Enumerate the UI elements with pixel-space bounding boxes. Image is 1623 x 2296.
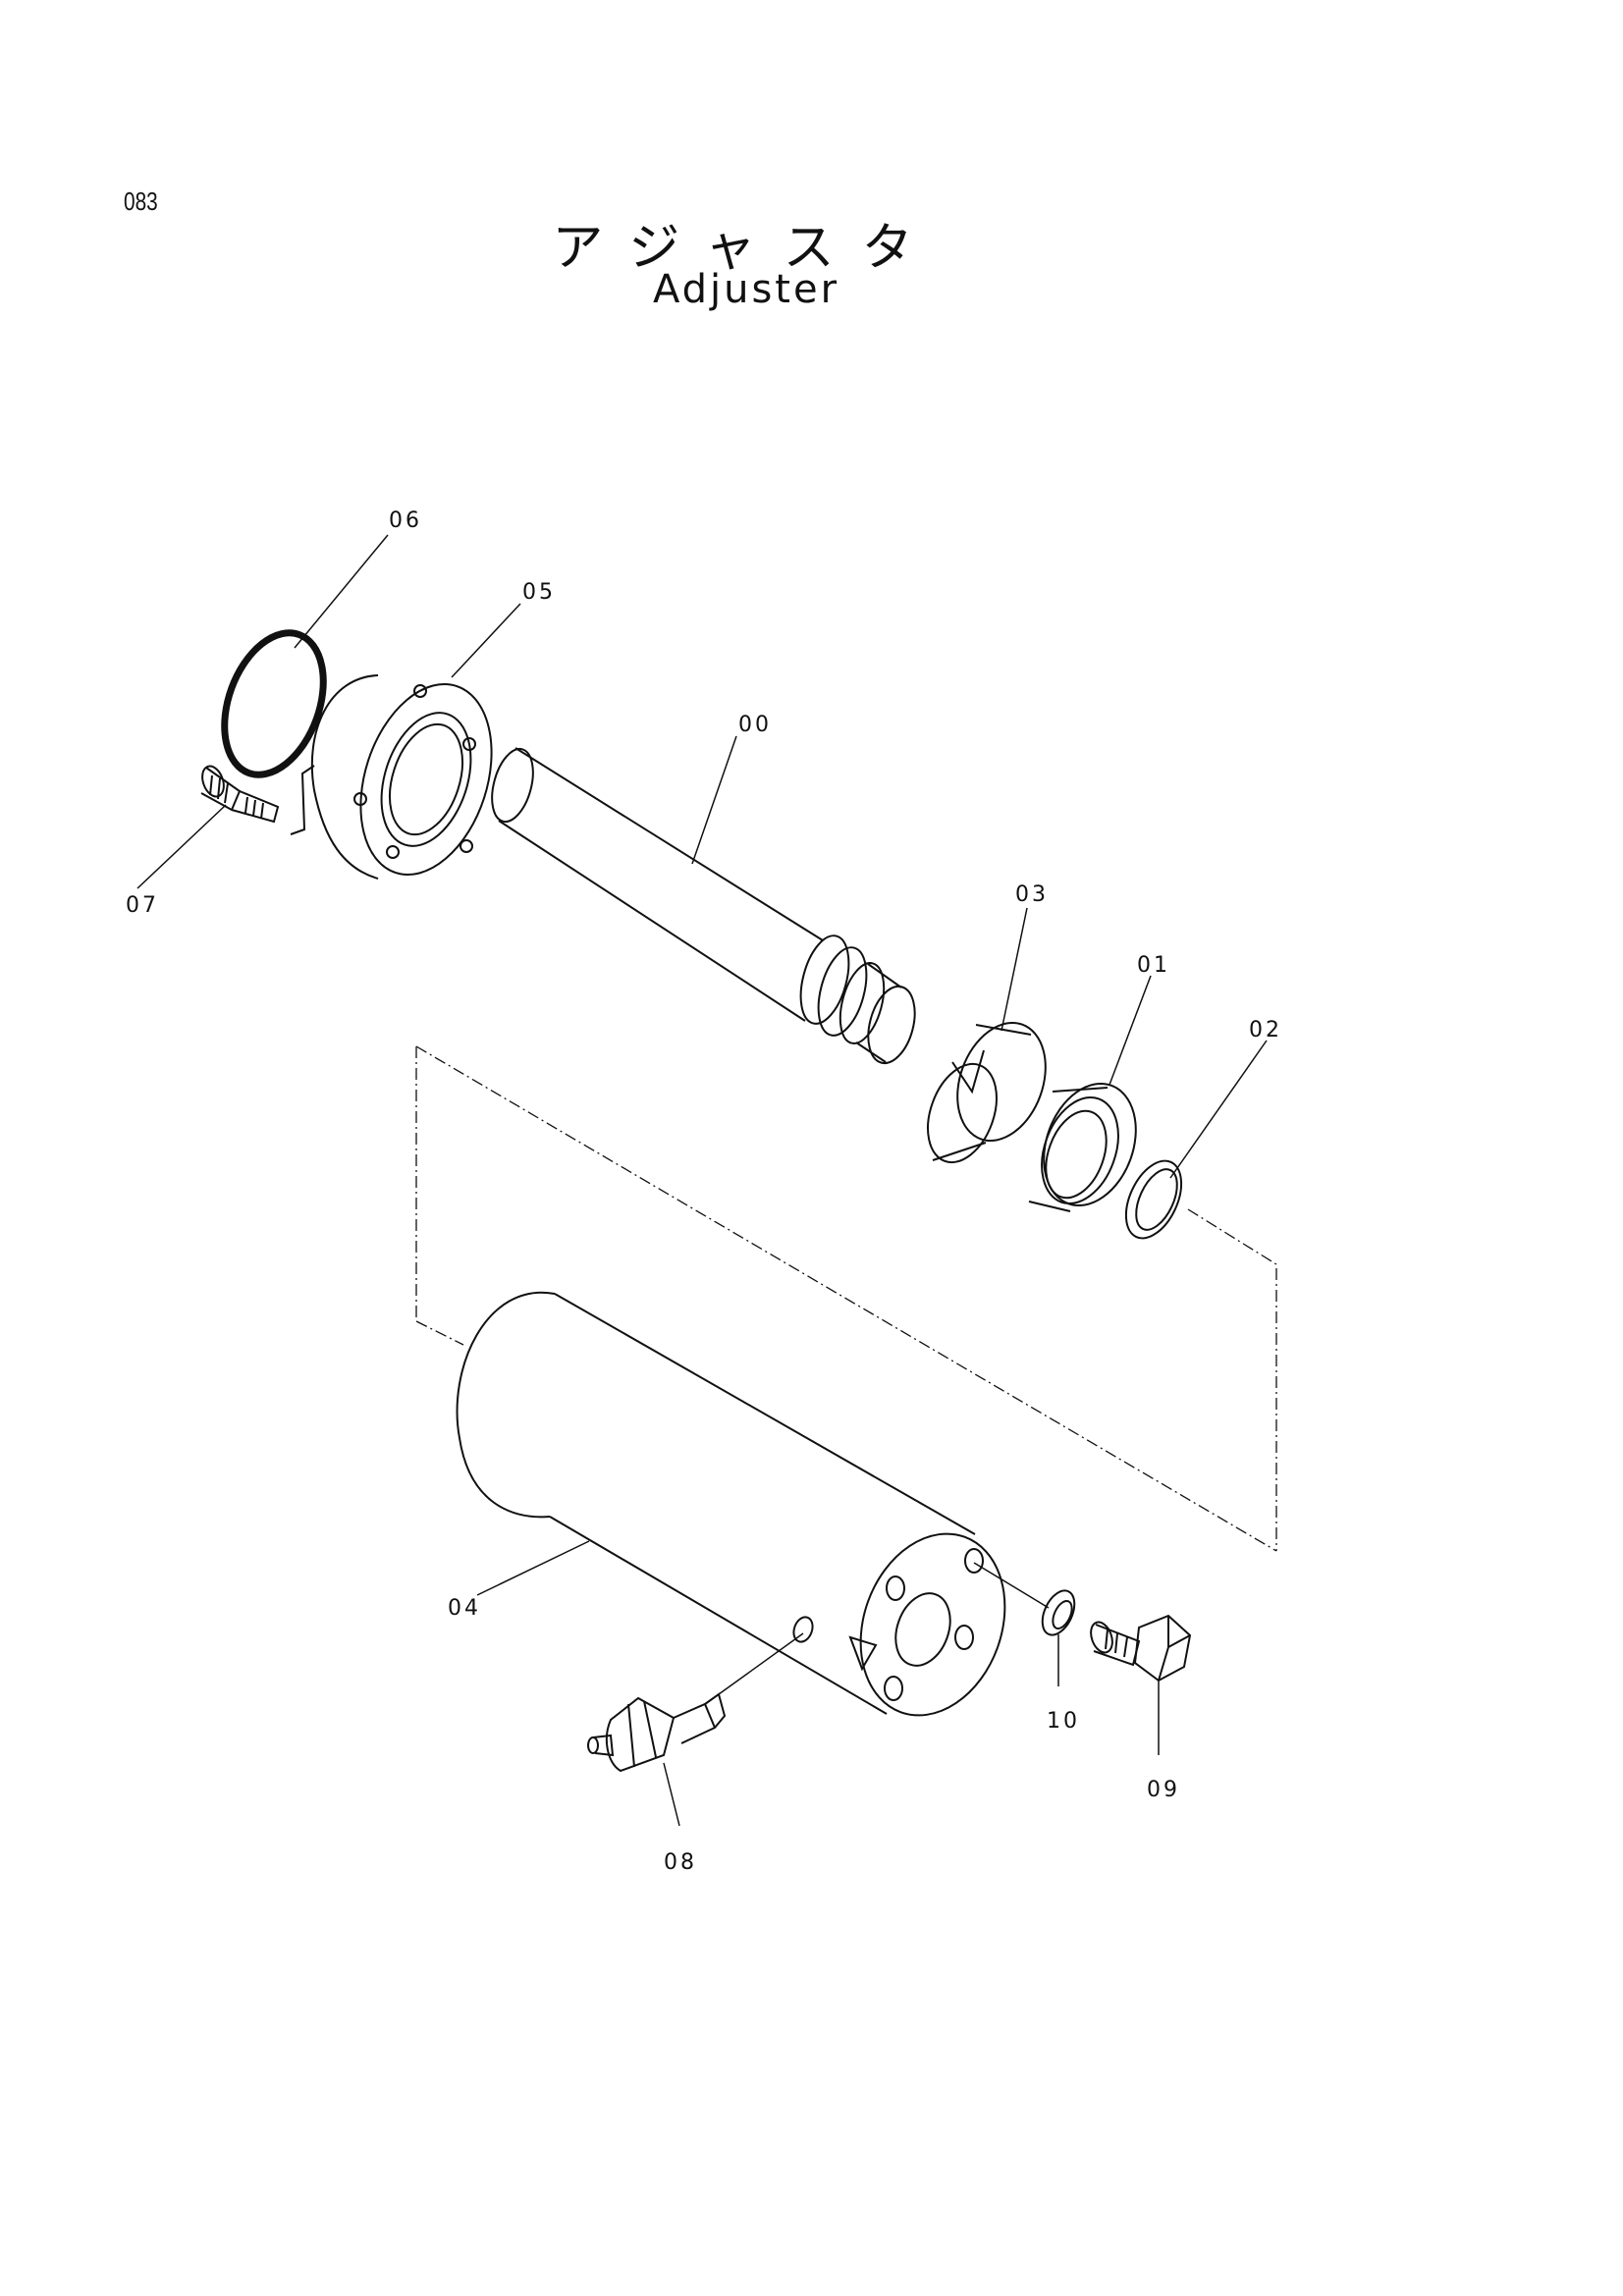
part-07-screw[interactable] <box>198 764 280 824</box>
callout-03: 03 <box>1015 882 1049 907</box>
callout-10: 10 <box>1047 1709 1080 1734</box>
part-03-bushing[interactable] <box>915 1010 1061 1171</box>
callout-05: 05 <box>522 580 556 605</box>
part-10-washer[interactable] <box>1036 1585 1081 1639</box>
callout-04: 04 <box>448 1596 481 1621</box>
callout-08: 08 <box>664 1850 697 1875</box>
callout-01: 01 <box>1137 953 1170 978</box>
page-number: 083 <box>124 187 158 216</box>
part-08-valve[interactable] <box>587 1692 727 1773</box>
callout-06: 06 <box>389 508 422 533</box>
callout-00: 00 <box>738 713 772 737</box>
part-01-seal[interactable] <box>1028 1071 1152 1218</box>
assembly-outline <box>415 1045 1277 1552</box>
callout-02: 02 <box>1249 1018 1282 1042</box>
part-05-flange[interactable] <box>290 667 514 892</box>
part-04-cylinder[interactable] <box>456 1291 1030 1735</box>
title-english: Adjuster <box>652 267 840 312</box>
leader-lines <box>136 534 1268 1827</box>
title-japanese: アジャスタ <box>552 219 941 278</box>
callout-07: 07 <box>126 893 159 918</box>
part-00-rod[interactable] <box>485 744 923 1068</box>
part-09-bolt[interactable] <box>1087 1614 1192 1682</box>
callout-09: 09 <box>1147 1778 1180 1802</box>
part-06-o-ring[interactable] <box>206 619 342 788</box>
part-02-retaining-ring[interactable] <box>1114 1152 1192 1247</box>
